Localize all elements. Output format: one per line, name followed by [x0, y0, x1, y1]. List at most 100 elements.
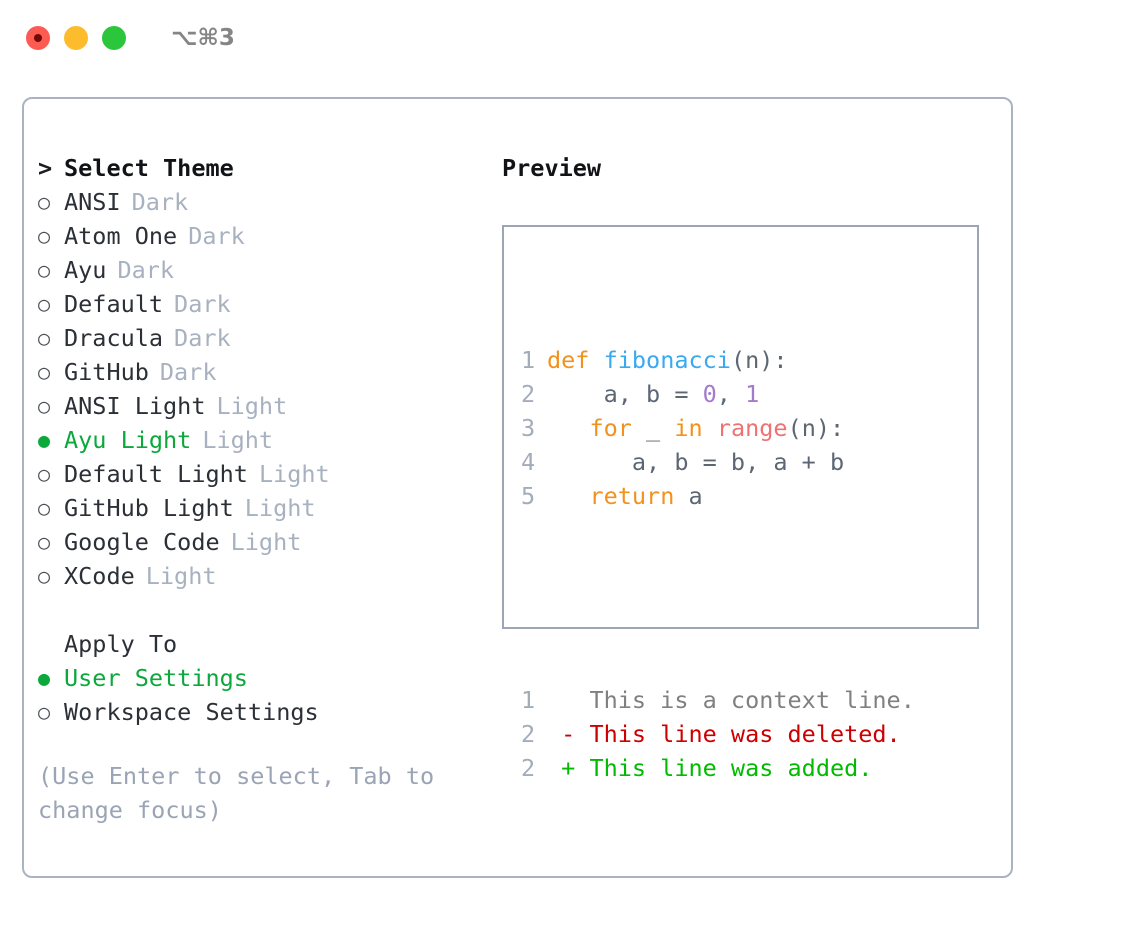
code-token: range: [716, 414, 788, 442]
shortcut-label: ⌥⌘3: [171, 25, 235, 51]
theme-option-variant: Dark: [174, 324, 231, 352]
code-line-number: 3: [521, 414, 536, 442]
theme-option-row[interactable]: ○ GitHub Light Light: [38, 491, 490, 525]
title-bar: ⌥⌘3: [0, 0, 1140, 76]
radio-unselected-icon[interactable]: ○: [38, 394, 51, 418]
radio-unselected-icon[interactable]: ○: [38, 224, 51, 248]
code-line-text: for _ in range(n):: [547, 411, 844, 445]
code-line-text: return a: [547, 479, 703, 513]
radio-unselected-icon[interactable]: ○: [38, 564, 51, 588]
theme-option-variant: Dark: [188, 222, 245, 250]
theme-option-row[interactable]: ○ Google Code Light: [38, 525, 490, 559]
code-token: a, b =: [547, 380, 703, 408]
code-token: [547, 414, 589, 442]
code-line-number: 5: [521, 482, 536, 510]
theme-option-name: GitHub Light: [64, 494, 234, 522]
code-token: (n):: [787, 414, 845, 442]
minimize-button-icon[interactable]: [64, 26, 88, 50]
apply-to-header: ○ Apply To: [38, 627, 490, 661]
code-token: for: [589, 414, 632, 442]
code-token: def: [547, 346, 590, 374]
diff-line-text: - This line was deleted.: [547, 720, 901, 748]
apply-to-option-row[interactable]: ○ Workspace Settings: [38, 695, 490, 729]
code-token: ,: [716, 380, 746, 408]
code-token: [703, 414, 717, 442]
code-line: 1 def fibonacci(n):: [521, 343, 915, 377]
diff-line-text: + This line was added.: [547, 754, 873, 782]
code-token: 1: [745, 380, 760, 408]
window-controls: [26, 26, 126, 50]
code-line: 5 return a: [521, 479, 915, 513]
diff-line: 1 This is a context line.: [521, 683, 915, 717]
diff-line-number: 2: [521, 720, 536, 748]
radio-unselected-icon[interactable]: ○: [38, 462, 51, 486]
theme-option-name: Google Code: [64, 528, 220, 556]
close-button-icon[interactable]: [26, 26, 50, 50]
code-line-number: 1: [521, 346, 536, 374]
radio-unselected-icon[interactable]: ○: [38, 360, 51, 384]
code-token: _: [631, 414, 675, 442]
radio-selected-icon[interactable]: ●: [38, 666, 51, 690]
preview-title: Preview: [502, 154, 602, 182]
theme-option-variant: Light: [202, 426, 274, 454]
radio-unselected-icon[interactable]: ○: [38, 258, 51, 282]
theme-option-row[interactable]: ○ Atom One Dark: [38, 219, 490, 253]
radio-unselected-icon[interactable]: ○: [38, 530, 51, 554]
spacer-icon: ○: [38, 627, 64, 661]
theme-option-name: Dracula: [64, 324, 164, 352]
radio-unselected-icon[interactable]: ○: [38, 292, 51, 316]
theme-option-name: Default: [64, 290, 164, 318]
theme-option-name: Ayu: [64, 256, 107, 284]
theme-option-name: XCode: [64, 562, 135, 590]
code-token: a: [674, 482, 703, 510]
code-line-text: a, b = 0, 1: [547, 377, 760, 411]
code-token: a, b = b, a + b: [547, 448, 845, 476]
apply-to-title: Apply To: [64, 630, 178, 658]
caret-icon: >: [38, 154, 53, 182]
apply-to-option-label: Workspace Settings: [64, 698, 319, 726]
radio-selected-icon[interactable]: ●: [38, 428, 51, 452]
code-line-text: def fibonacci(n):: [547, 343, 788, 377]
radio-unselected-icon[interactable]: ○: [38, 496, 51, 520]
theme-option-name: GitHub: [64, 358, 149, 386]
diff-line-number: 1: [521, 686, 536, 714]
code-token: fibonacci: [603, 346, 731, 374]
code-token: in: [674, 414, 703, 442]
radio-unselected-icon[interactable]: ○: [38, 700, 51, 724]
code-token: 0: [702, 380, 717, 408]
theme-option-name: Atom One: [64, 222, 178, 250]
theme-option-name: Default Light: [64, 460, 248, 488]
maximize-button-icon[interactable]: [102, 26, 126, 50]
radio-unselected-icon[interactable]: ○: [38, 190, 51, 214]
radio-unselected-icon[interactable]: ○: [38, 326, 51, 350]
code-line-number: 4: [521, 448, 536, 476]
code-token: [589, 346, 603, 374]
theme-option-row[interactable]: ○ Dracula Dark: [38, 321, 490, 355]
apply-to-option-label: User Settings: [64, 664, 248, 692]
theme-option-variant: Light: [230, 528, 302, 556]
theme-option-variant: Dark: [131, 188, 189, 216]
keyboard-hint-text: (Use Enter to select, Tab to change focu…: [38, 762, 435, 824]
diff-lines: 1 This is a context line.2 - This line w…: [521, 683, 915, 785]
theme-option-variant: Light: [244, 494, 316, 522]
code-line: 3 for _ in range(n):: [521, 411, 915, 445]
code-diff-separator: [521, 581, 915, 615]
code-line-text: a, b = b, a + b: [547, 445, 844, 479]
apply-to-option-row[interactable]: ● User Settings: [38, 661, 490, 695]
diff-line: 2 - This line was deleted.: [521, 717, 915, 751]
